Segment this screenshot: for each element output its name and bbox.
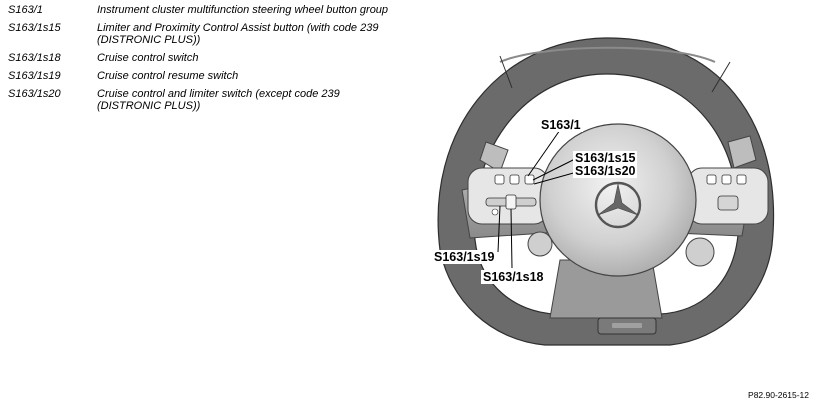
leader-line-s163-1s19 <box>497 205 501 253</box>
legend-description: Cruise control switch <box>97 52 397 64</box>
rim-seam-left <box>499 55 513 89</box>
callout-s163-1s19: S163/1s19 <box>432 250 497 264</box>
cruise-control-switch-knob <box>505 194 517 210</box>
legend-description-line: Cruise control resume switch <box>97 70 239 82</box>
callout-s163-1: S163/1 <box>539 118 583 132</box>
leader-line-s163-1s18 <box>510 208 513 269</box>
callout-s163-1s15: S163/1s15 <box>573 151 638 165</box>
legend-row-s163-1s20: S163/1s20 Cruise control and limiter swi… <box>8 88 428 112</box>
bottom-badge-logo <box>612 323 642 328</box>
callout-s163-1s18: S163/1s18 <box>481 270 546 284</box>
figure-reference: P82.90-2615-12 <box>748 390 809 400</box>
limiter-proximity-button <box>524 174 535 185</box>
legend-description: Cruise control and limiter switch (excep… <box>97 88 397 112</box>
legend-description: Limiter and Proximity Control Assist but… <box>97 22 397 46</box>
legend-code: S163/1s15 <box>8 22 61 34</box>
legend-description: Instrument cluster multifunction steerin… <box>97 4 397 16</box>
leader-line-s163-1s20 <box>533 171 578 185</box>
legend-code: S163/1s20 <box>8 88 61 100</box>
right-panel-button-left <box>706 174 717 185</box>
legend-description-line: (DISTRONIC PLUS)) <box>97 34 201 46</box>
right-touch-control <box>717 195 739 211</box>
legend-description-line: Instrument cluster multifunction steerin… <box>97 4 389 16</box>
legend-description-line: Cruise control switch <box>97 52 199 64</box>
right-panel-button-right <box>736 174 747 185</box>
drive-mode-knob-right <box>685 237 715 267</box>
rim-top-band <box>499 46 716 63</box>
legend-row-s163-1s15: S163/1s15 Limiter and Proximity Control … <box>8 22 428 46</box>
legend-description-line: (DISTRONIC PLUS)) <box>97 100 201 112</box>
legend-row-s163-1s18: S163/1s18 Cruise control switch <box>8 52 428 64</box>
legend-description-line: Limiter and Proximity Control Assist but… <box>97 22 379 34</box>
legend-description: Cruise control resume switch <box>97 70 397 82</box>
callout-s163-1s20: S163/1s20 <box>573 164 638 178</box>
left-panel-button-back <box>494 174 505 185</box>
leader-line-s163-1 <box>527 129 561 177</box>
rim-seam-right <box>711 61 731 93</box>
star-emblem-icon <box>594 181 642 229</box>
steering-wheel-illustration <box>437 37 774 346</box>
legend-code: S163/1s19 <box>8 70 61 82</box>
legend-row-s163-1s19: S163/1s19 Cruise control resume switch <box>8 70 428 82</box>
legend-code: S163/1s18 <box>8 52 61 64</box>
legend-table: S163/1 Instrument cluster multifunction … <box>8 4 428 118</box>
drive-mode-knob-left <box>527 231 553 257</box>
left-panel-button-center <box>509 174 520 185</box>
legend-description-line: Cruise control and limiter switch (excep… <box>97 88 340 100</box>
cruise-mode-dial <box>491 208 499 216</box>
leader-line-s163-1s15 <box>532 157 578 181</box>
legend-row-s163-1: S163/1 Instrument cluster multifunction … <box>8 4 428 16</box>
right-panel-button-center <box>721 174 732 185</box>
legend-code: S163/1 <box>8 4 43 16</box>
paddle-shifter-right <box>727 135 757 169</box>
